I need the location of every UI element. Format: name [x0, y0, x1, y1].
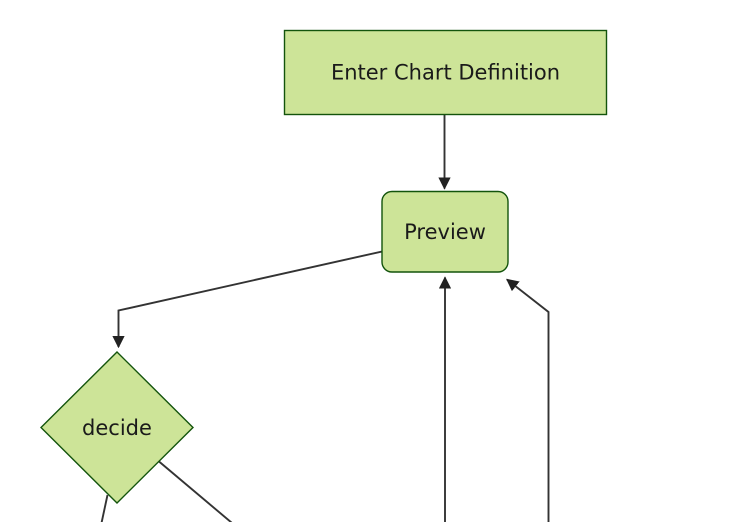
node-preview-label: Preview	[404, 220, 486, 244]
edge-decide-to-offscreen-left	[100, 494, 109, 522]
edge-offscreen-right-to-preview	[506, 278, 550, 522]
edge-decide-to-offscreen-right	[158, 460, 233, 522]
node-decide: decide	[40, 351, 194, 504]
node-preview: Preview	[381, 190, 509, 273]
node-decide-label: decide	[82, 416, 152, 440]
edge-layer	[100, 114, 550, 522]
node-preview-shape	[381, 190, 509, 273]
node-decide-shape	[40, 351, 194, 504]
node-enter-chart-definition: Enter Chart Definition	[283, 29, 608, 116]
edge-preview-to-decide	[112, 250, 383, 349]
node-enter-chart-definition-label: Enter Chart Definition	[331, 61, 560, 85]
node-enter-chart-definition-shape	[283, 29, 608, 116]
